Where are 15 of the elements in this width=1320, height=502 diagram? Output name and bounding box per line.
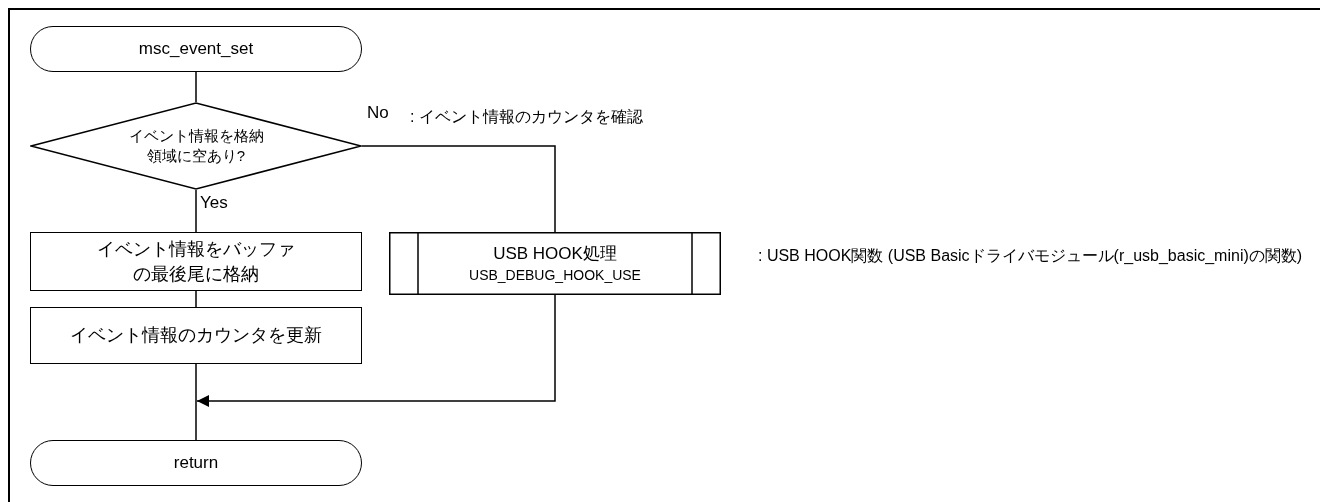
process-box xyxy=(30,307,362,364)
box-label: msc_event_set xyxy=(138,37,254,60)
box-label: USB_DEBUG_HOOK_USE xyxy=(469,265,641,285)
box-label: イベント情報を格納領域に空あり? xyxy=(127,125,265,166)
process-box xyxy=(30,232,362,291)
terminal-box xyxy=(30,440,362,486)
box-label: イベント情報をバッファの最後尾に格納 xyxy=(96,238,296,286)
decision-diamond xyxy=(30,102,362,190)
box-label: イベント情報のカウンタを更新 xyxy=(70,324,322,348)
box-label: USB HOOK処理 xyxy=(493,242,617,265)
box-label: return xyxy=(173,451,219,474)
annotation-text: : イベント情報のカウンタを確認 xyxy=(410,107,643,127)
annotation-text: : USB HOOK関数 (USB Basicドライバモジュール(r_usb_basic_mini)の関数) xyxy=(758,246,1303,266)
terminal-box xyxy=(30,26,362,72)
subroutine-box xyxy=(389,232,721,295)
